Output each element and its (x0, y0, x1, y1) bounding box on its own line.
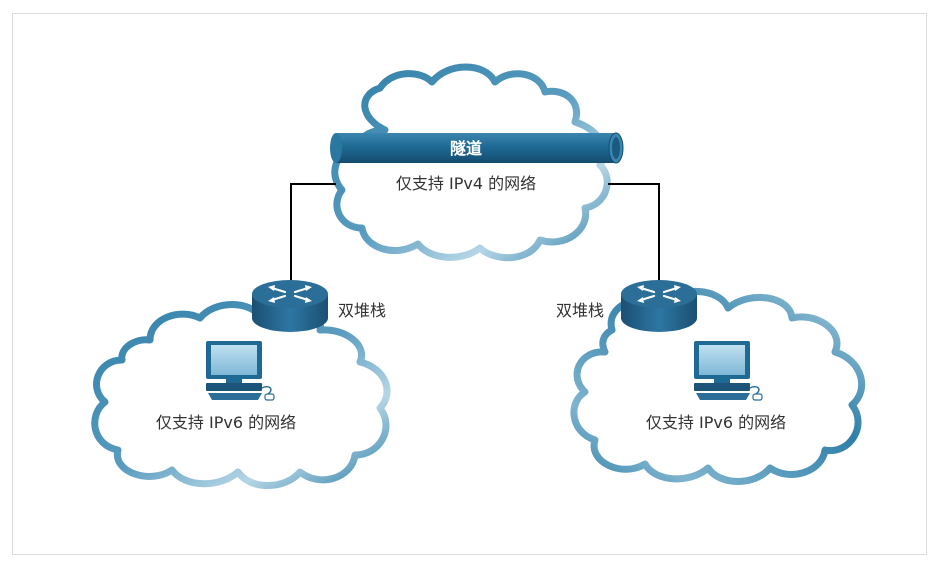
computer-icon (206, 341, 275, 401)
tunnel: 隧道 (330, 132, 624, 164)
computer-icon (694, 341, 763, 401)
router-right: 双堆栈 (556, 280, 697, 332)
router-icon (252, 280, 328, 332)
links (290, 183, 660, 286)
tunnel-label: 隧道 (450, 139, 482, 158)
router-right-label: 双堆栈 (556, 301, 604, 320)
router-left-label: 双堆栈 (338, 301, 386, 320)
computer-right (694, 341, 763, 401)
ipv4-cloud-label: 仅支持 IPv4 的网络 (396, 174, 536, 193)
computer-left (206, 341, 275, 401)
link-left (290, 183, 336, 286)
ipv6-right-label: 仅支持 IPv6 的网络 (646, 413, 786, 432)
link-right (608, 183, 660, 286)
router-icon (621, 280, 697, 332)
router-left: 双堆栈 (252, 280, 386, 332)
ipv6-left-label: 仅支持 IPv6 的网络 (156, 413, 296, 432)
tunnel-pipe-icon (330, 132, 624, 164)
